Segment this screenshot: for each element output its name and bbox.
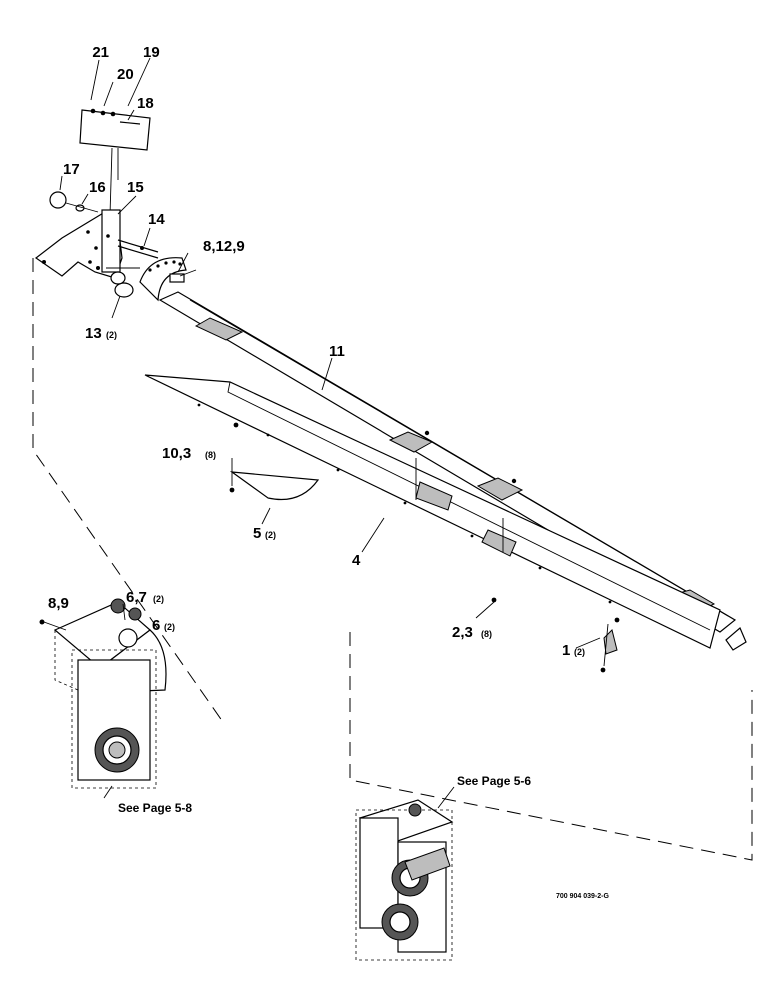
callout-17: 17 <box>63 161 80 178</box>
callout-15: 15 <box>127 179 144 196</box>
callout-1: 1 <box>562 642 570 659</box>
callout-6-qty: (2) <box>164 622 175 632</box>
callout-18: 18 <box>137 95 154 112</box>
bushing <box>106 267 140 298</box>
callout-2-3: 2,3 <box>452 624 473 641</box>
leader-lines <box>59 57 601 809</box>
decal-plate <box>79 108 151 216</box>
callout-8-9: 8,9 <box>48 595 69 612</box>
pivot-shaft <box>117 239 159 259</box>
knob <box>49 191 67 209</box>
callout-5-qty: (2) <box>265 530 276 540</box>
spacer <box>65 202 99 213</box>
callout-14: 14 <box>148 211 165 228</box>
mounting-bracket <box>34 209 123 279</box>
callout-16: 16 <box>89 179 106 196</box>
shield <box>229 422 320 501</box>
callout-6-7: 6,7 <box>126 589 147 606</box>
callout-1-qty: (2) <box>574 647 585 657</box>
left-gearbox-assembly <box>39 598 167 789</box>
callout-2-3-qty: (8) <box>481 629 492 639</box>
hardware <box>491 597 620 673</box>
callout-13: 13 <box>85 325 102 342</box>
deflector <box>144 374 721 649</box>
callout-6: 6 <box>152 617 160 634</box>
callout-19: 19 <box>143 44 160 61</box>
callout-8-12-9: 8,12,9 <box>203 238 245 255</box>
callout-10-3: 10,3 <box>162 445 191 462</box>
right-gearbox-assembly <box>355 799 454 961</box>
see-page-5-6-note: See Page 5-6 <box>457 774 531 788</box>
callout-6-7-qty: (2) <box>153 594 164 604</box>
lower-reference-plane <box>349 632 753 861</box>
callout-11: 11 <box>329 343 345 360</box>
document-number: 700 904 039-2-G <box>556 893 609 900</box>
callout-20: 20 <box>117 66 134 83</box>
adjuster-quadrant <box>139 257 197 302</box>
callout-4: 4 <box>352 552 361 569</box>
callout-21: 21 <box>92 44 109 61</box>
callout-13-qty: (2) <box>106 330 117 340</box>
callout-5: 5 <box>253 525 261 542</box>
see-page-5-8-note: See Page 5-8 <box>118 801 192 815</box>
callout-10-3-qty: (8) <box>205 450 216 460</box>
